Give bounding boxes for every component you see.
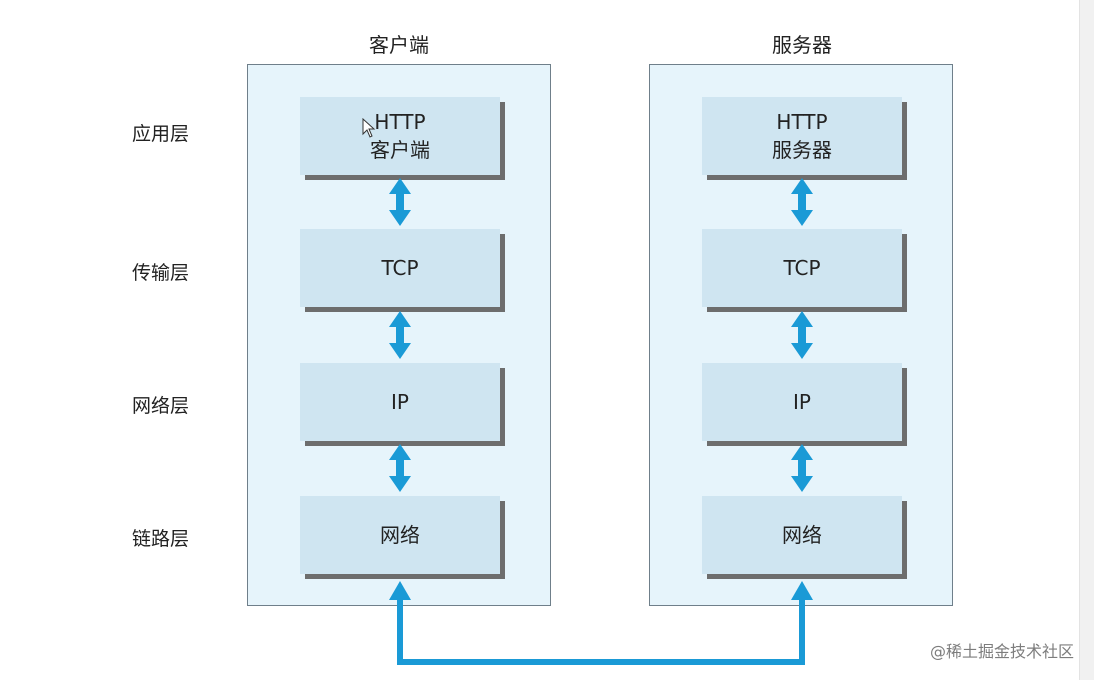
client-arrow-tcp-ip (389, 311, 411, 359)
server-arrow-tcp-ip (791, 311, 813, 359)
client-title: 客户端 (369, 33, 429, 57)
server-tcp-box: TCP (702, 229, 902, 307)
network-link-line (397, 600, 805, 665)
watermark: @稀土掘金技术社区 (929, 642, 1074, 661)
client-column: HTTP 客户端 TCP IP 网络 (247, 64, 551, 606)
server-http-label: HTTP (776, 110, 828, 134)
server-http-box: HTTP 服务器 (702, 97, 902, 175)
client-tcp-box: TCP (300, 229, 500, 307)
network-link-arrowhead-server (791, 581, 813, 600)
client-network-box: 网络 (300, 496, 500, 574)
server-arrow-ip-network (791, 444, 813, 492)
server-arrow-http-tcp (791, 178, 813, 226)
server-network-label: 网络 (782, 523, 822, 547)
server-ip-box: IP (702, 363, 902, 441)
server-network-box: 网络 (702, 496, 902, 574)
client-arrow-http-tcp (389, 178, 411, 226)
server-tcp-label: TCP (783, 256, 821, 280)
client-http-label: HTTP (374, 110, 426, 134)
server-ip-label: IP (793, 390, 811, 414)
layer-label-network: 网络层 (132, 395, 190, 417)
scrollbar-track[interactable] (1079, 0, 1094, 680)
layer-label-transport: 传输层 (132, 262, 190, 284)
server-column: HTTP 服务器 TCP IP 网络 (649, 64, 953, 606)
client-network-label: 网络 (380, 523, 420, 547)
client-tcp-label: TCP (381, 256, 419, 280)
server-title: 服务器 (772, 33, 832, 57)
client-ip-box: IP (300, 363, 500, 441)
layer-label-link: 链路层 (132, 528, 190, 550)
client-arrow-ip-network (389, 444, 411, 492)
network-link-arrowhead-client (389, 581, 411, 600)
client-http-box: HTTP 客户端 (300, 97, 500, 175)
server-http-sublabel: 服务器 (772, 138, 832, 162)
mouse-cursor-icon (362, 118, 376, 138)
client-http-sublabel: 客户端 (370, 138, 430, 162)
layer-label-application: 应用层 (132, 123, 190, 145)
client-ip-label: IP (391, 390, 409, 414)
